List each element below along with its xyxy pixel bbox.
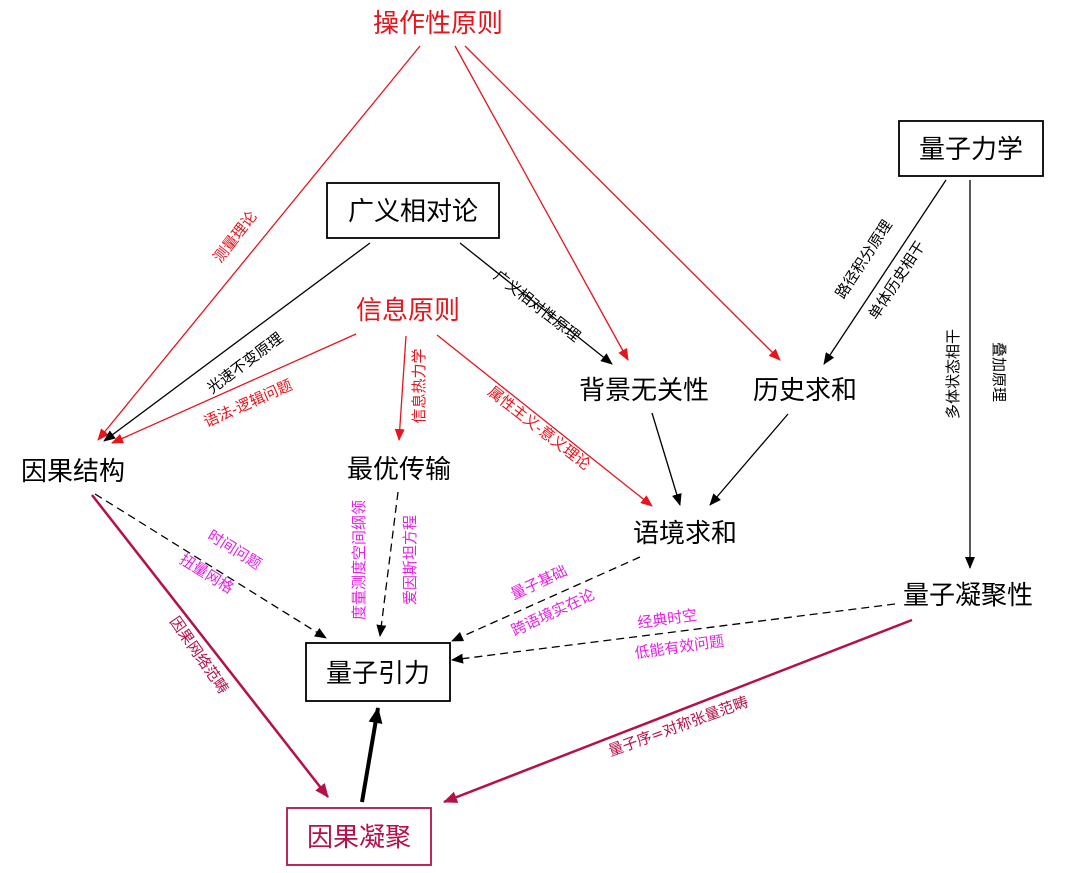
edge-causal-condensation [91, 494, 329, 798]
edge-gr-causal [103, 242, 371, 442]
label-quantum-basis: 量子基础 [508, 562, 570, 604]
node-background: 背景无关性 [579, 376, 709, 406]
edge-operational-histsum [464, 45, 781, 361]
edge-operational-background [454, 45, 629, 361]
edge-qcondense-condensation [443, 618, 913, 804]
edge-info-context [436, 334, 653, 507]
label-einstein-eq: 爱因斯坦方程 [401, 515, 419, 605]
node-qcondense: 量子凝聚性 [903, 581, 1033, 611]
label-attribute-meaning: 属性主义-意义理论 [484, 382, 594, 473]
node-context-sum: 语境求和 [633, 519, 737, 549]
label-causal-network: 因果网络范畴 [166, 613, 232, 697]
edge-causal-qgravity [94, 493, 327, 639]
label-measure-space: 度量测度空间纲领 [350, 500, 368, 620]
node-optimal: 最优传输 [347, 455, 451, 485]
node-causal-condensation: 因果凝聚 [307, 823, 411, 853]
edge-gr-background [459, 242, 613, 365]
edge-optimal-qgravity [376, 491, 399, 637]
label-low-energy: 低能有效问题 [633, 632, 725, 662]
label-time-problem: 时间问题 [204, 526, 264, 573]
label-multibody: 多体状态相干 [944, 329, 962, 419]
edge-qcondense-qgravity [451, 603, 896, 664]
node-causal-structure: 因果结构 [21, 457, 125, 487]
node-operational: 操作性原则 [373, 9, 503, 39]
node-qm: 量子力学 [919, 135, 1023, 165]
label-quantum-order: 量子序=对称张量范畴 [606, 693, 751, 760]
node-histsum: 历史求和 [753, 376, 857, 406]
edge-qm-histsum [823, 179, 947, 365]
edge-histsum-context [709, 413, 789, 506]
label-classical-spacetime: 经典时空 [636, 606, 698, 632]
edge-background-context [651, 412, 682, 506]
condensation-box [286, 807, 432, 866]
label-measurement-theory: 测量理论 [209, 208, 260, 266]
node-gr: 广义相对论 [348, 197, 478, 227]
label-gr-principle: 广义相对性原理 [490, 267, 584, 346]
gr-box [326, 182, 500, 239]
qm-box [898, 120, 1044, 177]
edge-context-qgravity [451, 556, 641, 642]
label-twist-grid: 扭量网格 [176, 550, 236, 597]
edge-condensation-qgravity [360, 707, 383, 803]
label-info-thermo: 信息热力学 [410, 348, 428, 423]
edge-operational-causal [97, 45, 421, 441]
node-info: 信息原则 [356, 296, 460, 326]
edge-info-causal [111, 333, 357, 444]
node-qgravity: 量子引力 [326, 659, 430, 689]
label-superposition: 叠加原理 [990, 342, 1008, 402]
edge-info-optimal [394, 335, 407, 441]
qgravity-box [305, 642, 451, 702]
